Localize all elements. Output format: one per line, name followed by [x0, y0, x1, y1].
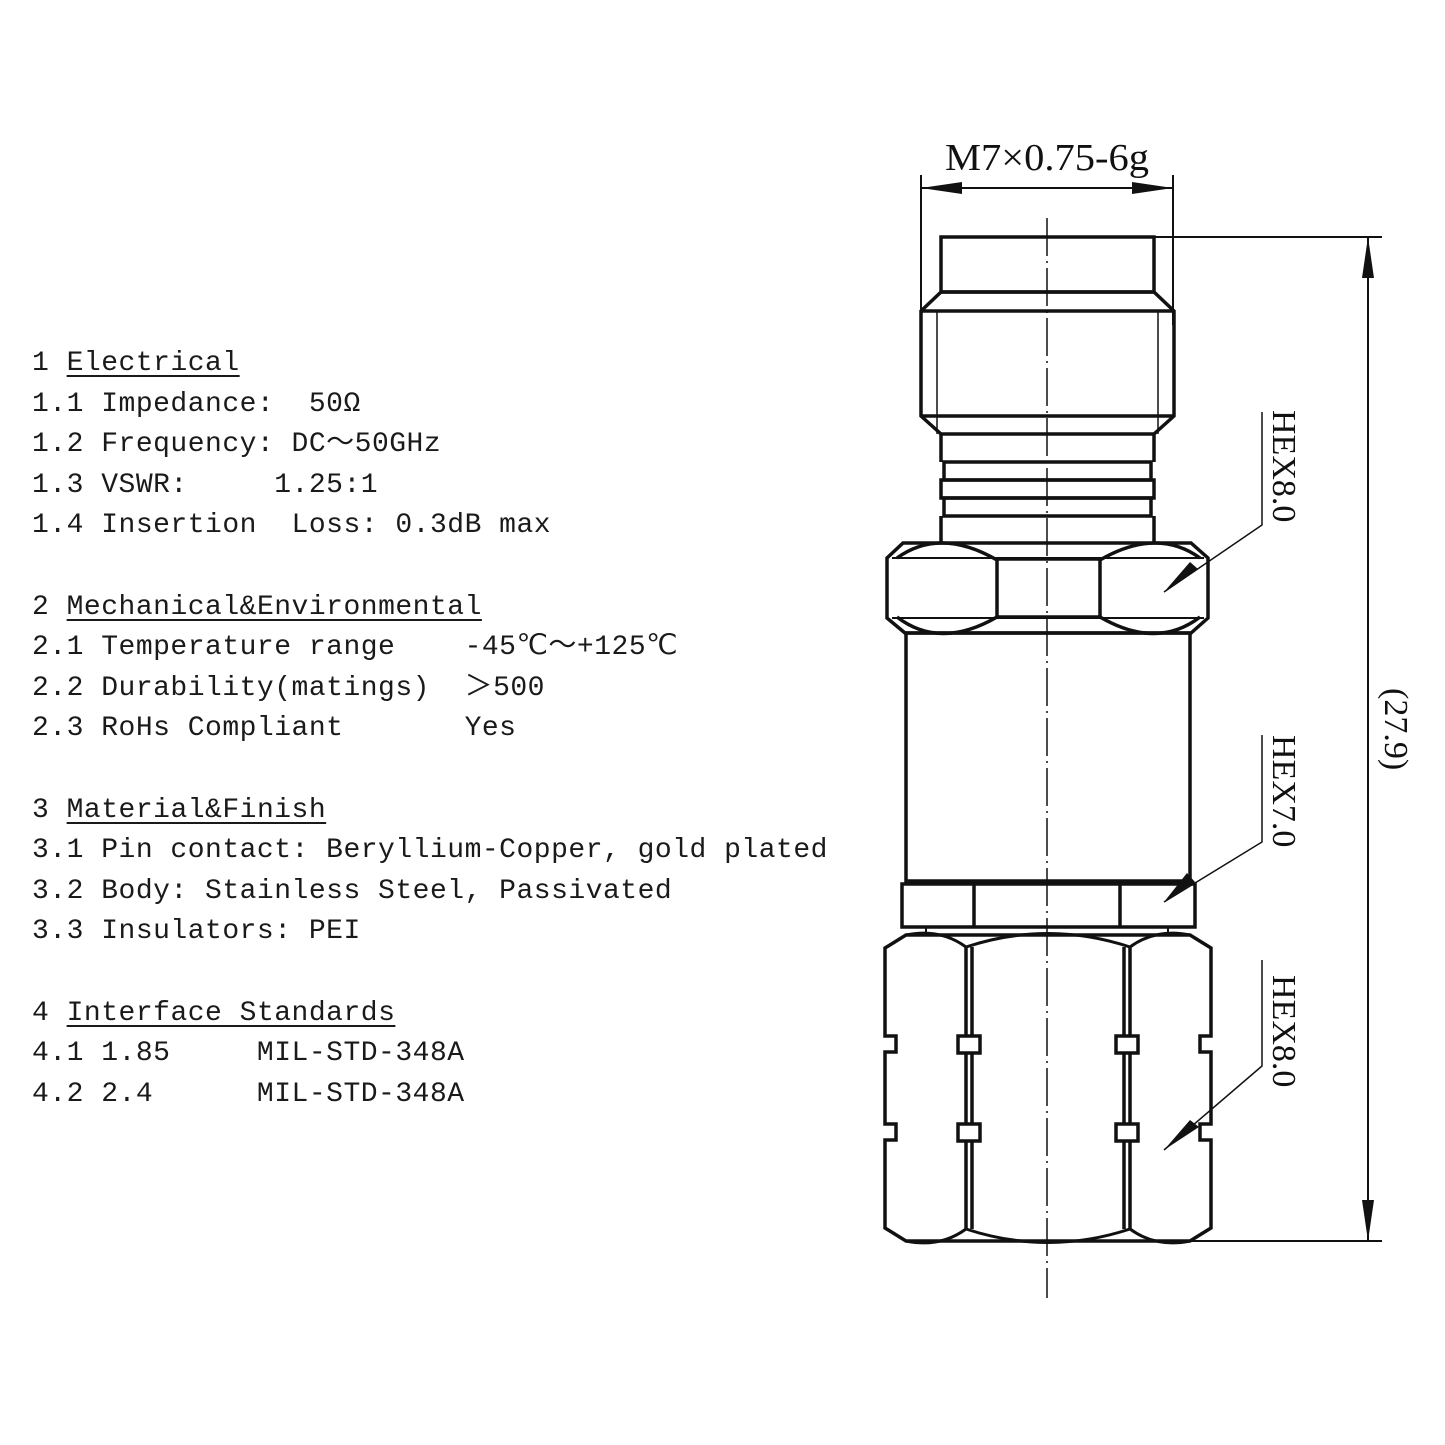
thread-label: M7×0.75-6g [945, 137, 1149, 179]
arrow-head-icon [921, 182, 962, 194]
section-title: Material&Finish [66, 794, 327, 826]
arrow-head-icon [1362, 237, 1374, 278]
arrow-head-icon [1362, 1200, 1374, 1241]
hex-nut-middle [900, 882, 1197, 929]
callout-arrow-icon [1164, 1120, 1199, 1150]
spec-insertion-loss: 1.4 Insertion Loss: 0.3dB max [32, 510, 552, 541]
spec-body: 3.2 Body: Stainless Steel, Passivated [32, 875, 673, 907]
callout-hex-middle: HEX7.0 [1265, 735, 1302, 847]
section-heading: 3 Material&Finish [32, 791, 828, 832]
main-body [904, 631, 1192, 883]
spec-vswr: 1.3 VSWR: 1.25:1 [32, 469, 379, 501]
section-mechanical: 2 Mechanical&Environmental 2.1 Temperatu… [32, 588, 828, 750]
spec-pin-contact: 3.1 Pin contact: Beryllium-Copper, gold … [32, 835, 828, 866]
section-material: 3 Material&Finish 3.1 Pin contact: Beryl… [32, 791, 828, 953]
callout-arrow-icon [1164, 562, 1198, 592]
section-title: Interface Standards [66, 997, 396, 1029]
section-heading: 1 Electrical [32, 344, 828, 385]
section-heading: 4 Interface Standards [32, 994, 828, 1035]
spec-interface-185: 4.1 1.85 MIL-STD-348A [32, 1038, 465, 1069]
specifications-panel: 1 Electrical 1.1 Impedance: 50Ω 1.2 Freq… [32, 344, 828, 1156]
callout-arrow-icon [1164, 873, 1195, 902]
spec-durability: 2.2 Durability(matings) ＞500 [32, 672, 545, 704]
section-number: 2 [32, 591, 50, 623]
section-number: 4 [32, 997, 50, 1029]
overall-length-label: (27.9) [1377, 688, 1414, 770]
spec-rohs: 2.3 RoHs Compliant Yes [32, 713, 517, 744]
hex-nut-bottom [883, 933, 1213, 1243]
spec-temperature: 2.1 Temperature range -45℃～+125℃ [32, 632, 679, 663]
section-number: 3 [32, 794, 50, 826]
arrow-head-icon [1132, 182, 1173, 194]
section-title: Electrical [66, 348, 240, 379]
section-electrical: 1 Electrical 1.1 Impedance: 50Ω 1.2 Freq… [32, 344, 828, 547]
spec-interface-24: 4.2 2.4 MIL-STD-348A [32, 1078, 465, 1110]
spec-impedance: 1.1 Impedance: 50Ω [32, 388, 361, 420]
callout-hex-top: HEX8.0 [1265, 410, 1302, 522]
section-interface: 4 Interface Standards 4.1 1.85 MIL-STD-3… [32, 994, 828, 1116]
section-title: Mechanical&Environmental [66, 591, 482, 623]
section-number: 1 [32, 348, 50, 379]
thread-dimension [920, 175, 1174, 325]
spec-insulators: 3.3 Insulators: PEI [32, 916, 361, 947]
length-dimension [1154, 236, 1382, 1242]
spec-frequency: 1.2 Frequency: DC～50GHz [32, 429, 442, 460]
callout-hex-bottom: HEX8.0 [1265, 975, 1302, 1087]
section-heading: 2 Mechanical&Environmental [32, 588, 828, 629]
